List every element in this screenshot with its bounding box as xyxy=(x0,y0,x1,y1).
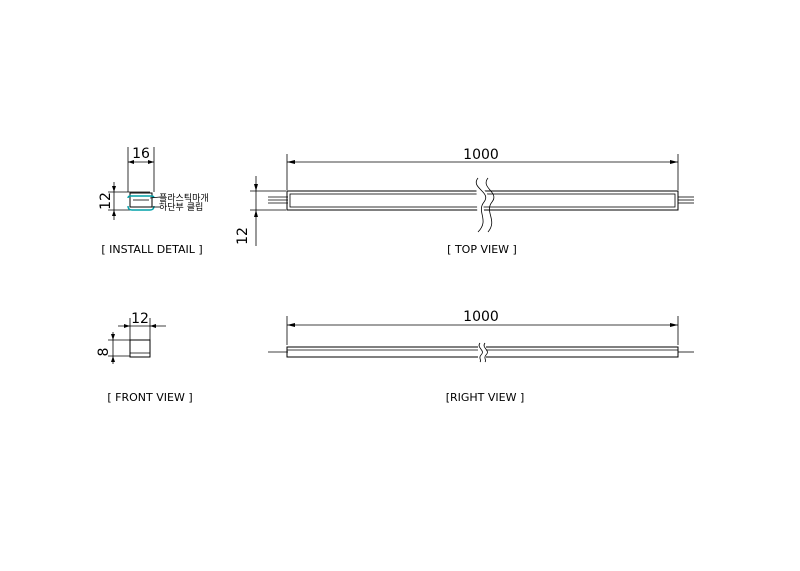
top-view-caption: [ TOP VIEW ] xyxy=(447,243,517,256)
install-height-arrow-bottom xyxy=(112,210,116,216)
install-clip-bottom xyxy=(127,205,155,211)
right-break-line-1 xyxy=(478,342,483,363)
install-height-dim-text: 12 xyxy=(98,192,114,210)
front-width-arrow-right xyxy=(150,324,156,328)
install-note-leader-1 xyxy=(149,196,161,199)
right-length-arrow-left xyxy=(287,323,295,327)
install-width-arrow-left xyxy=(128,160,134,164)
top-view: 1000 12 [ TOP VIEW ] xyxy=(235,147,694,256)
right-length-dim-text: 1000 xyxy=(463,309,499,325)
front-width-arrow-left xyxy=(124,324,130,328)
install-height-arrow-top xyxy=(112,186,116,192)
install-detail-caption: [ INSTALL DETAIL ] xyxy=(101,243,202,256)
front-view-caption: [ FRONT VIEW ] xyxy=(107,391,192,404)
right-break-line-2 xyxy=(483,342,488,363)
top-break-line-1 xyxy=(475,177,487,233)
install-width-arrow-right xyxy=(148,160,154,164)
right-length-arrow-right xyxy=(670,323,678,327)
install-width-dim-text: 16 xyxy=(132,146,150,162)
top-height-arrow-top xyxy=(254,184,258,191)
front-profile-outline xyxy=(129,339,151,358)
top-break-line-2 xyxy=(485,177,495,233)
top-height-dim-text: 12 xyxy=(235,227,251,245)
front-height-dim-text: 8 xyxy=(96,348,112,357)
front-width-dim-text: 12 xyxy=(131,311,149,327)
right-view-caption: [RIGHT VIEW ] xyxy=(446,391,525,404)
front-view: 12 8 [ FRONT VIEW ] xyxy=(96,311,193,404)
install-profile-outline xyxy=(129,192,153,208)
install-note-bottom-clip: 하단부 클립 xyxy=(159,202,203,213)
install-detail-view: 16 12 플라스틱마개 하단부 클립 [ INSTALL DETAIL ] xyxy=(98,146,209,256)
front-height-arrow-top xyxy=(111,334,115,340)
top-length-dim-text: 1000 xyxy=(463,147,499,163)
top-break-gap xyxy=(475,178,488,232)
install-note-plastic-cap: 플라스틱마개 xyxy=(159,192,209,204)
top-length-arrow-right xyxy=(670,160,678,164)
right-break-gap xyxy=(478,345,486,359)
install-clip-top xyxy=(127,195,155,199)
top-height-arrow-bottom xyxy=(254,210,258,217)
front-height-arrow-bottom xyxy=(111,356,115,362)
top-length-arrow-left xyxy=(287,160,295,164)
right-view: 1000 [RIGHT VIEW ] xyxy=(268,309,694,404)
